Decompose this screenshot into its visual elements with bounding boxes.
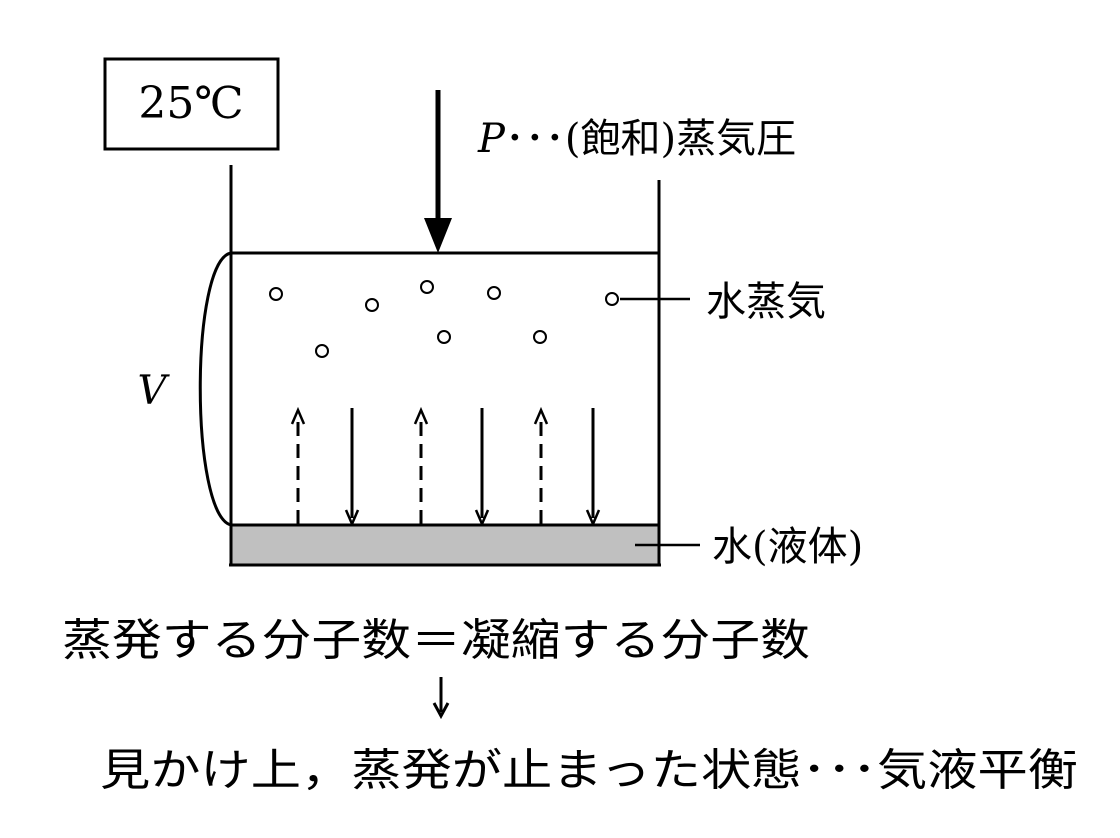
molecule	[605, 292, 619, 306]
equation-text: 蒸発する分子数＝凝縮する分子数	[62, 615, 810, 666]
temperature-box	[103, 57, 280, 151]
evaporation-arrow	[290, 406, 306, 524]
condensation-arrow	[474, 408, 490, 528]
liquid-layer	[229, 523, 661, 567]
pressure-symbol: P	[477, 116, 506, 162]
liquid-label: 水(液体)	[712, 524, 863, 570]
temperature-label: 25℃	[138, 78, 243, 129]
molecule	[315, 344, 329, 358]
vapor-label: 水蒸気	[706, 279, 826, 325]
evaporation-arrow	[413, 406, 429, 524]
condensation-arrows	[344, 408, 601, 528]
pressure-label: P･･･(飽和)蒸気圧	[477, 116, 796, 162]
evaporation-arrows	[290, 406, 549, 524]
evaporation-arrow	[533, 406, 549, 524]
molecule	[269, 287, 283, 301]
molecule	[487, 286, 501, 300]
vapor-molecules	[269, 280, 619, 358]
result-arrow	[432, 677, 450, 720]
molecule	[365, 298, 379, 312]
conclusion-text: 見かけ上，蒸発が止まった状態･･･気液平衡	[100, 745, 1078, 796]
molecule	[533, 330, 547, 344]
pressure-text: ･･･(飽和)蒸気圧	[505, 116, 796, 162]
pressure-arrow	[424, 90, 452, 253]
volume-label: V	[138, 368, 171, 414]
condensation-arrow	[344, 408, 360, 528]
molecule	[420, 280, 434, 294]
condensation-arrow	[585, 408, 601, 528]
molecule	[437, 330, 451, 344]
volume-brace	[198, 251, 232, 527]
